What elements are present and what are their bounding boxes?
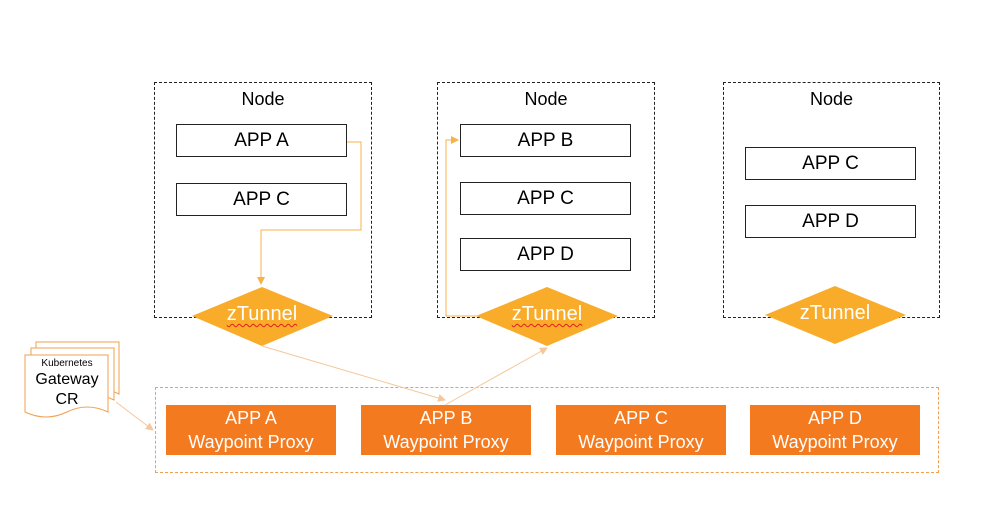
proxy-app-label: APP A (225, 408, 277, 428)
proxy-role-label: Waypoint Proxy (578, 432, 704, 452)
proxy-app-label: APP D (808, 408, 862, 428)
ztunnel-label-3: zTunnel (799, 302, 871, 324)
app-a-box-node-1: APP A (176, 124, 347, 157)
gateway-cr-line3: CR (55, 391, 79, 408)
app-c-box-node-3: APP C (745, 147, 916, 180)
ztunnel-label-2: zTunnel (511, 303, 583, 325)
proxy-role-label: Waypoint Proxy (383, 432, 509, 452)
connector-waypoint-b-to-ztunnel (444, 347, 548, 406)
ztunnel-diamond-1 (192, 287, 333, 346)
connector-appa-to-ztunnel (257, 141, 362, 285)
gateway-cr-line2: Gateway (35, 371, 99, 388)
connector-gateway-to-proxies (115, 401, 154, 431)
app-c-box-node-1: APP C (176, 183, 347, 216)
ztunnel-diamond-2 (476, 287, 618, 346)
gateway-cr-line1: Kubernetes (41, 358, 93, 369)
connector-ztunnel-to-waypoint-b (261, 345, 446, 402)
proxy-role-label: Waypoint Proxy (188, 432, 314, 452)
app-c-box-node-2: APP C (460, 182, 631, 215)
waypoint-proxy-app-b: APP B Waypoint Proxy (361, 405, 531, 455)
ztunnel-label-1: zTunnel (226, 303, 298, 325)
app-d-box-node-2: APP D (460, 238, 631, 271)
node-label: Node (241, 89, 285, 109)
waypoint-proxy-group (155, 387, 939, 473)
ztunnel-diamond-3 (765, 286, 906, 344)
node-label: Node (524, 89, 568, 109)
waypoint-proxy-app-d: APP D Waypoint Proxy (750, 405, 920, 455)
waypoint-proxy-app-a: APP A Waypoint Proxy (166, 405, 336, 455)
waypoint-proxy-app-c: APP C Waypoint Proxy (556, 405, 726, 455)
proxy-app-label: APP B (419, 408, 473, 428)
connector-ztunnel-to-appb (445, 136, 477, 317)
proxy-role-label: Waypoint Proxy (772, 432, 898, 452)
app-b-box-node-2: APP B (460, 124, 631, 157)
document-stack-icon (24, 341, 120, 418)
proxy-app-label: APP C (614, 408, 668, 428)
app-d-box-node-3: APP D (745, 205, 916, 238)
node-label: Node (809, 89, 854, 109)
